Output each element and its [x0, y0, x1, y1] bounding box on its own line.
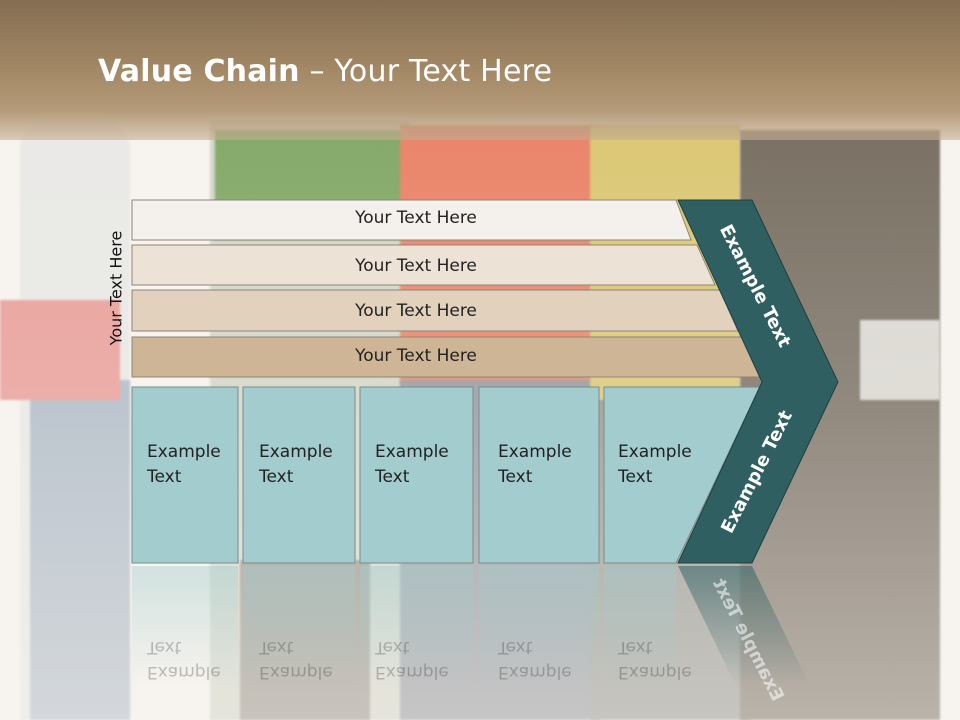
box-1-line1: Example [147, 442, 221, 462]
box-1-line2: Text [147, 467, 182, 487]
box-5 [603, 386, 761, 564]
box-1-line1-reflection: Example [147, 662, 221, 682]
box-5-line2-reflection: Text [618, 637, 653, 657]
box-4-label-reflection: Example Text [498, 634, 572, 684]
box-4-label: Example Text [498, 440, 572, 490]
box-4-line1: Example [498, 442, 572, 462]
side-label: Your Text Here [106, 230, 126, 346]
bar-3-label: Your Text Here [355, 301, 477, 321]
box-3-line2-reflection: Text [375, 637, 410, 657]
box-4-line2: Text [498, 467, 533, 487]
box-5-line2: Text [618, 467, 653, 487]
box-3-line2: Text [375, 467, 410, 487]
title-bar [0, 0, 960, 140]
box-4-reflection [479, 566, 599, 686]
box-5-label-reflection: Example Text [618, 634, 692, 684]
chevron-reflection [678, 566, 810, 686]
bar-1-label: Your Text Here [355, 208, 477, 228]
box-4 [478, 386, 600, 564]
box-3-label: Example Text [375, 440, 449, 490]
box-2-line1-reflection: Example [259, 662, 333, 682]
box-3-line1-reflection: Example [375, 662, 449, 682]
box-1 [131, 386, 239, 564]
box-1-label: Example Text [147, 440, 221, 490]
box-1-line2-reflection: Text [147, 637, 182, 657]
box-2-label: Example Text [259, 440, 333, 490]
box-2-line2: Text [259, 467, 294, 487]
box-1-label-reflection: Example Text [147, 634, 221, 684]
box-2-line1: Example [259, 442, 333, 462]
box-3-line1: Example [375, 442, 449, 462]
box-3 [359, 386, 474, 564]
box-2 [242, 386, 356, 564]
bar-2-label: Your Text Here [355, 256, 477, 276]
box-2-label-reflection: Example Text [259, 634, 333, 684]
box-3-label-reflection: Example Text [375, 634, 449, 684]
box-2-reflection [243, 566, 355, 686]
title-bold: Value Chain [98, 54, 300, 89]
box-1-reflection [132, 566, 238, 686]
box-5-reflection [604, 566, 676, 686]
box-4-line2-reflection: Text [498, 637, 533, 657]
box-5-line1-reflection: Example [618, 662, 692, 682]
box-5-label: Example Text [618, 440, 692, 490]
title-rest: – Your Text Here [299, 54, 553, 89]
chevron-arrow [677, 199, 839, 564]
box-5-line1: Example [618, 442, 692, 462]
bar-2 [131, 244, 716, 286]
box-4-line1-reflection: Example [498, 662, 572, 682]
bar-4-label: Your Text Here [355, 346, 477, 366]
box-2-line2-reflection: Text [259, 637, 294, 657]
box-3-reflection [360, 566, 473, 686]
bar-1 [131, 199, 692, 241]
page-title: Value Chain – Your Text Here [98, 54, 552, 89]
